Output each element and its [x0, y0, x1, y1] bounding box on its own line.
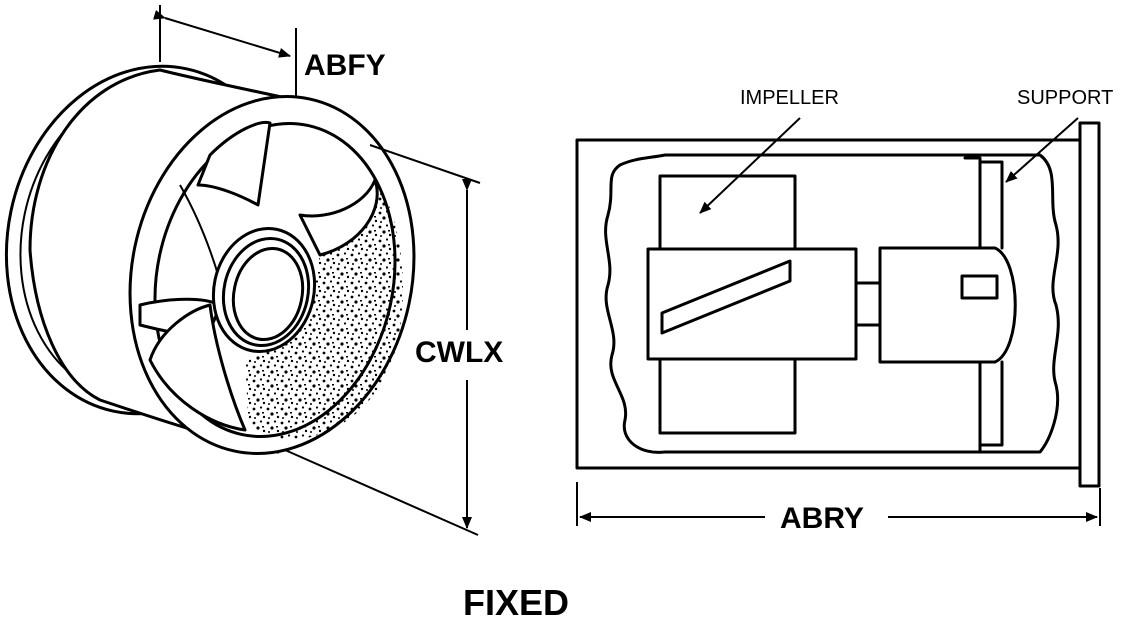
- fan-blade-right: [298, 178, 379, 257]
- cwlx-dimension: [284, 144, 481, 536]
- motor-terminal: [960, 274, 999, 300]
- abry-dimension: [576, 482, 1101, 526]
- impeller-label: IMPELLER: [740, 87, 839, 109]
- mounting-flange: [1078, 121, 1101, 488]
- abfy-label: ABFY: [304, 49, 386, 82]
- diagram-title: FIXED: [463, 582, 569, 623]
- fan-3d-view: [4, 64, 416, 455]
- fan-blade-top: [196, 120, 272, 207]
- abfy-dimension: [153, 5, 297, 98]
- fan-shadow-region: [245, 175, 403, 440]
- fan-blade-bottom: [148, 303, 247, 432]
- drive-shaft: [854, 281, 882, 327]
- support-label: SUPPORT: [1017, 87, 1113, 109]
- fan-side-view: [575, 121, 1101, 488]
- abry-label: ABRY: [780, 502, 864, 535]
- impeller-hub: [646, 247, 858, 361]
- cwlx-label: CWLX: [415, 336, 503, 369]
- fan-hub-inner: [231, 246, 305, 342]
- motor-body: [878, 246, 1017, 364]
- impeller-leader: [699, 117, 801, 214]
- impeller-blade-slant: [660, 259, 792, 335]
- support-leader: [1005, 117, 1079, 183]
- cutaway-outline: [604, 153, 1060, 454]
